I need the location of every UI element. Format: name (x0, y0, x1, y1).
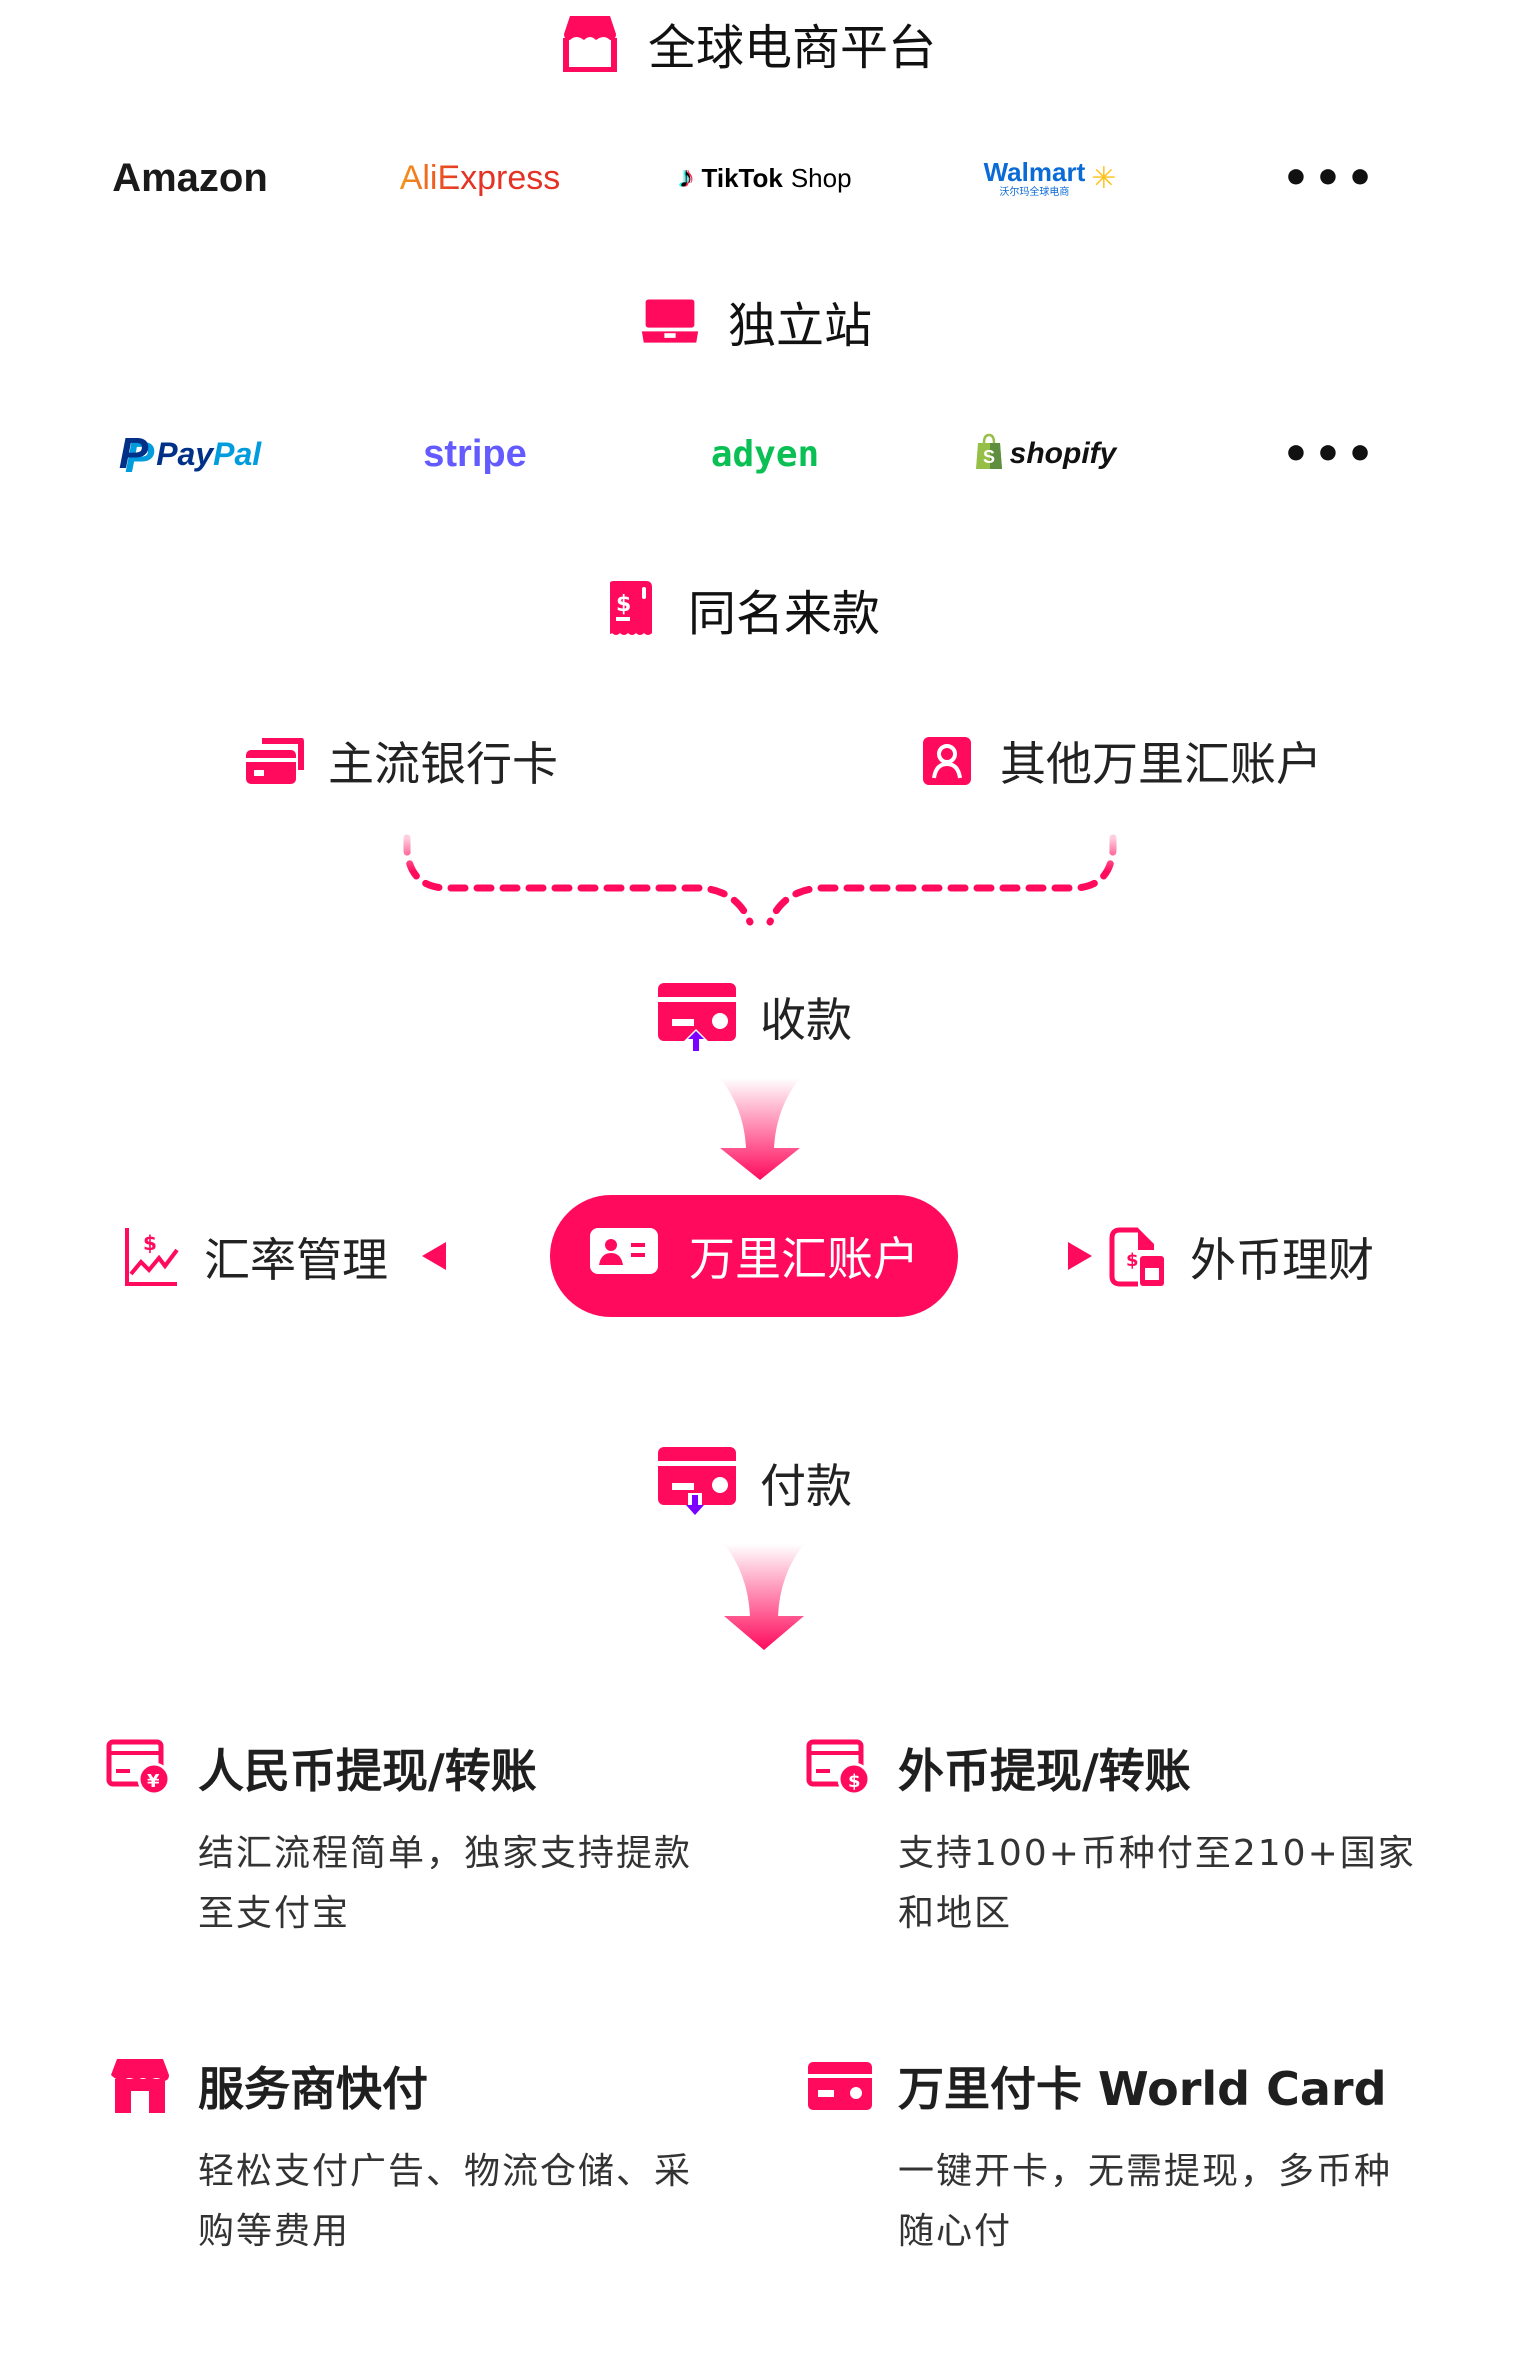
section-title-text: 全球电商平台 (648, 20, 937, 76)
merge-connector (403, 834, 1117, 926)
section-title-ecommerce: 全球电商平台 (560, 8, 936, 78)
user-account-icon (916, 730, 978, 792)
svg-text:¥: ¥ (147, 1771, 160, 1792)
section-title-same-name: $ 同名来款 (600, 574, 880, 644)
svg-text:$: $ (848, 1771, 861, 1792)
shop-icon (106, 2052, 174, 2120)
section-title-independent: 独立站 (640, 286, 872, 356)
card-receive-icon (656, 983, 738, 1051)
svg-text:S: S (983, 447, 995, 467)
right-branch-line (766, 834, 1117, 926)
paypal-p-icon: P (118, 429, 149, 478)
feature-fx-withdraw: $ 外币提现/转账 支持100+币种付至210+国家和地区 (806, 1734, 1446, 1944)
left-branch-line (403, 834, 754, 926)
storefront-icon (560, 13, 620, 73)
paypal-logo: P PayPal (118, 429, 262, 478)
shopify-logo: S shopify (970, 424, 1120, 484)
svg-text:$: $ (143, 1231, 157, 1255)
receipt-dollar-icon: $ (600, 579, 660, 639)
svg-text:$: $ (1126, 1250, 1139, 1271)
more-platforms[interactable]: ••• (1281, 152, 1379, 204)
card-yuan-icon: ¥ (106, 1734, 174, 1802)
down-arrow-pay (724, 1544, 804, 1650)
wanlihui-account-button[interactable]: 万里汇账户 (550, 1195, 958, 1317)
card-dollar-icon: $ (806, 1734, 874, 1802)
id-card-icon (589, 1227, 659, 1286)
independent-logos: P PayPal stripe adyen S shopify ••• (0, 424, 1536, 484)
arrow-to-exchange (422, 1242, 527, 1270)
exchange-rate-node: $ 汇率管理 (120, 1224, 388, 1290)
amazon-logo: Amazon (112, 155, 268, 200)
feature-provider-pay: 服务商快付 轻松支付广告、物流仓储、采购等费用 (106, 2052, 746, 2262)
receive-node: 收款 (656, 983, 852, 1051)
feature-rmb-withdraw: ¥ 人民币提现/转账 结汇流程简单，独家支持提款至支付宝 (106, 1734, 746, 1944)
shopify-bag-icon: S (974, 433, 1004, 475)
adyen-logo: adyen (710, 433, 820, 475)
finance-doc-icon: $ (1106, 1226, 1168, 1288)
tiktok-note-icon: ♪ (678, 161, 694, 194)
bank-card-icon (244, 730, 306, 792)
pay-node: 付款 (656, 1447, 852, 1516)
world-card-icon (806, 2052, 874, 2120)
laptop-icon (640, 291, 700, 351)
walmart-spark-icon: ✳ (1091, 160, 1117, 196)
source-bank-card: 主流银行卡 (244, 728, 558, 794)
feature-world-card: 万里付卡 World Card 一键开卡，无需提现，多币种随心付 (806, 2052, 1446, 2262)
arrow-to-finance (987, 1242, 1092, 1270)
svg-text:$: $ (616, 592, 631, 617)
walmart-logo: Walmart 沃尔玛全球电商 ✳ (983, 156, 1117, 198)
exchange-chart-icon: $ (120, 1226, 182, 1288)
pay-connector (694, 1328, 702, 1430)
tiktok-shop-logo: ♪ TikTok Shop (678, 161, 852, 194)
aliexpress-logo: AliExpress (390, 148, 570, 208)
card-pay-icon (656, 1447, 738, 1515)
ecommerce-logos: Amazon AliExpress ♪ TikTok Shop Walmart … (0, 148, 1536, 208)
more-sites[interactable]: ••• (1281, 428, 1379, 480)
stripe-logo: stripe (423, 432, 527, 475)
down-arrow-receive (720, 1078, 800, 1180)
fx-finance-node: $ 外币理财 (1106, 1224, 1374, 1290)
source-other-account: 其他万里汇账户 (916, 728, 1322, 794)
